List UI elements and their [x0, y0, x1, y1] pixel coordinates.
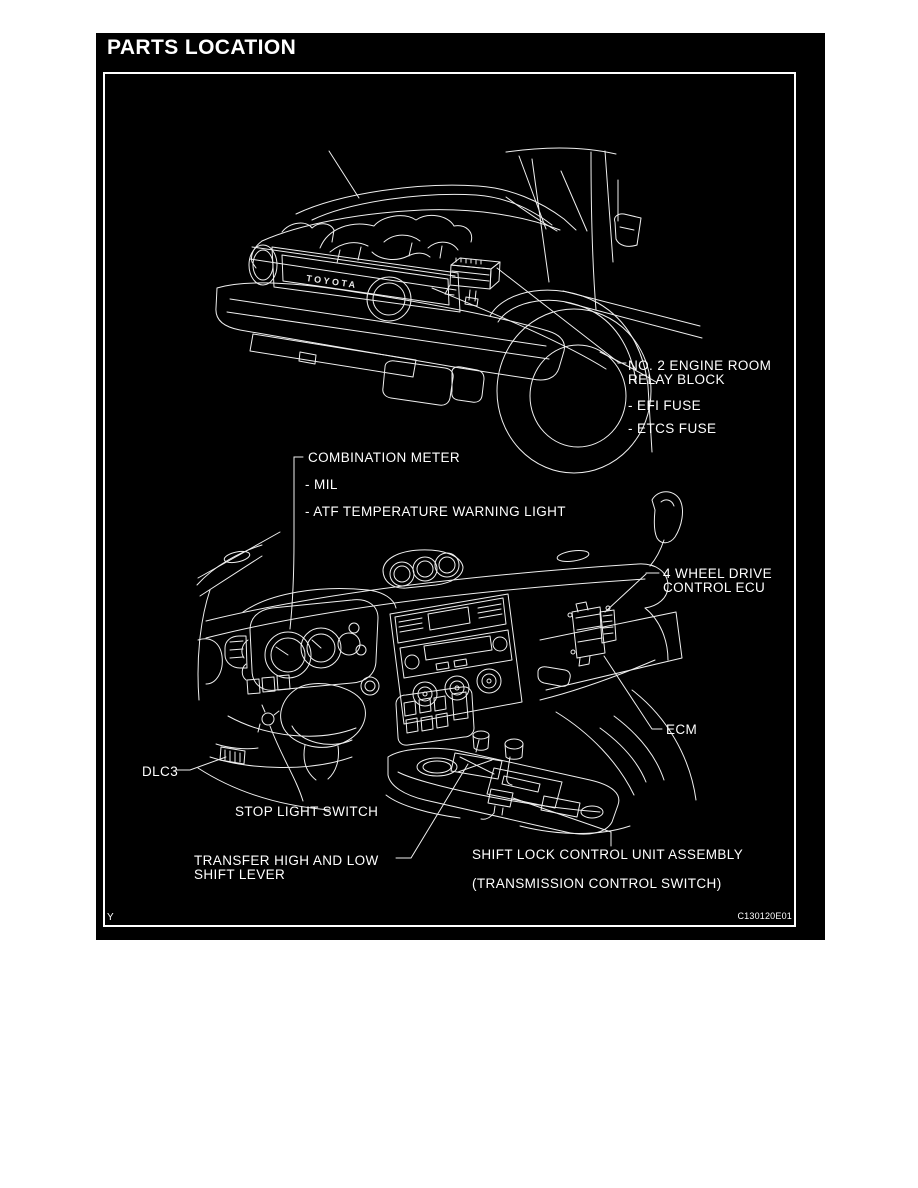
leader-transfer-lever	[395, 763, 469, 859]
shift-lock-control-unit	[480, 788, 514, 820]
callout-labels: NO. 2 ENGINE ROOM RELAY BLOCK - EFI FUSE…	[107, 358, 792, 923]
label-stop-light-switch: STOP LIGHT SWITCH	[235, 804, 378, 819]
lower-switch-panel	[395, 686, 475, 746]
passenger-side-dash	[537, 607, 683, 701]
front-bumper	[215, 282, 565, 406]
engine-room-relay-block	[444, 257, 501, 307]
label-transfer-lever-line1: TRANSFER HIGH AND LOW	[194, 853, 379, 868]
label-etcs-fuse: - ETCS FUSE	[628, 421, 716, 436]
dashboard-illustration	[176, 456, 697, 859]
label-relay-block-line2: RELAY BLOCK	[628, 372, 725, 387]
awd-control-ecu-module	[567, 601, 617, 667]
center-vents	[382, 549, 464, 589]
steering-column	[280, 683, 366, 781]
combination-meter-cluster	[241, 588, 397, 691]
label-efi-fuse: - EFI FUSE	[628, 398, 701, 413]
leader-relay-block	[496, 267, 627, 364]
door-mirror	[614, 179, 642, 247]
page-title: PARTS LOCATION	[107, 36, 297, 59]
footer-marker: Y	[107, 912, 114, 923]
label-shift-lock-line2: (TRANSMISSION CONTROL SWITCH)	[472, 876, 722, 891]
stop-light-switch-part	[257, 704, 280, 733]
leader-combination-meter	[289, 456, 304, 630]
label-transfer-lever-line2: SHIFT LEVER	[194, 867, 285, 882]
figure-frame: TOYOTA	[103, 72, 796, 927]
figure-code: C130120E01	[737, 911, 792, 921]
transfer-shift-lever	[472, 730, 490, 753]
main-shift-lever	[504, 738, 524, 786]
leader-dlc3	[176, 756, 227, 771]
grille: TOYOTA	[249, 246, 461, 313]
label-dlc3: DLC3	[142, 764, 178, 779]
label-atf-warning: - ATF TEMPERATURE WARNING LIGHT	[305, 504, 566, 519]
leader-stop-light-switch	[269, 725, 304, 802]
front-tire	[496, 308, 652, 474]
label-mil: - MIL	[305, 477, 338, 492]
hood-prop-rod	[505, 158, 558, 283]
label-combination-meter: COMBINATION METER	[308, 450, 460, 465]
label-awd-ecu-line1: 4 WHEEL DRIVE	[663, 566, 772, 581]
body-side-and-windshield	[505, 147, 703, 383]
left-dash-switches	[197, 635, 357, 811]
parts-location-figure: TOYOTA	[107, 147, 792, 923]
label-relay-block-line1: NO. 2 ENGINE ROOM	[628, 358, 771, 373]
center-console	[385, 689, 697, 835]
dlc3-connector	[215, 743, 259, 765]
hood-open	[251, 150, 577, 269]
center-stack	[360, 593, 523, 725]
parts-location-panel: PARTS LOCATION	[96, 33, 825, 940]
label-ecm: ECM	[666, 722, 697, 737]
dash-top	[196, 531, 669, 701]
headlight-left	[248, 244, 278, 286]
leader-ecm	[603, 655, 663, 730]
vehicle-front-illustration: TOYOTA	[215, 147, 703, 474]
leader-shift-lock	[512, 797, 612, 847]
label-shift-lock-line1: SHIFT LOCK CONTROL UNIT ASSEMBLY	[472, 847, 743, 862]
engine	[281, 214, 473, 264]
grab-handle	[649, 491, 683, 567]
front-fender-and-wheel	[431, 287, 653, 474]
leader-awd-ecu	[604, 572, 660, 613]
headlight-right	[366, 276, 412, 322]
label-awd-ecu-line2: CONTROL ECU	[663, 580, 765, 595]
